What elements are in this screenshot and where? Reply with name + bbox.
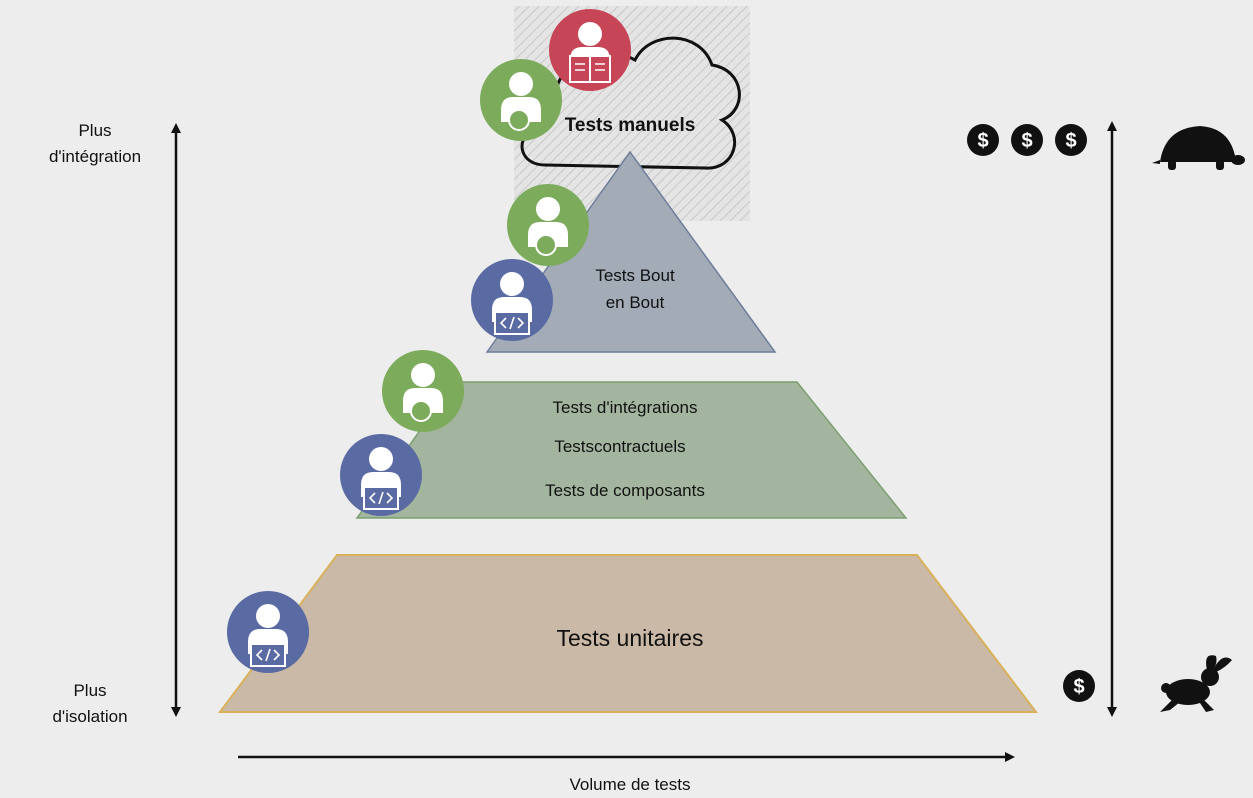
tester-avatar bbox=[507, 184, 589, 266]
more-isolation-label: Plus d'isolation bbox=[52, 681, 128, 726]
svg-text:$: $ bbox=[1073, 676, 1084, 698]
code-icon bbox=[363, 486, 399, 510]
svg-text:$: $ bbox=[977, 130, 988, 152]
volume-axis-label: Volume de tests bbox=[569, 775, 691, 794]
dollar-icon: $ bbox=[1011, 124, 1043, 156]
svg-text:$: $ bbox=[1021, 130, 1032, 152]
dollar-icon: $ bbox=[1055, 124, 1087, 156]
more-integration-label: Plus d'intégration bbox=[48, 121, 142, 166]
component-tests-label: Tests de composants bbox=[545, 481, 705, 500]
turtle-icon bbox=[1152, 126, 1245, 170]
integration-tests-label: Tests d'intégrations bbox=[552, 398, 698, 417]
unit-tests-label: Tests unitaires bbox=[556, 625, 704, 651]
developer-avatar bbox=[471, 259, 553, 341]
dollar-icon: $ bbox=[967, 124, 999, 156]
code-icon bbox=[250, 643, 286, 667]
manual-tests-label: Tests manuels bbox=[564, 115, 696, 136]
e2e-tests-label: Tests Bout en Bout bbox=[595, 266, 675, 312]
magnifier-icon bbox=[508, 109, 542, 131]
code-icon bbox=[494, 311, 530, 335]
svg-text:$: $ bbox=[1065, 130, 1076, 152]
magnifier-icon bbox=[410, 400, 444, 422]
contract-tests-label: Testscontractuels bbox=[554, 437, 686, 456]
magnifier-icon bbox=[535, 234, 569, 256]
manual-tester-avatar bbox=[549, 9, 631, 91]
rabbit-icon bbox=[1160, 655, 1232, 712]
developer-avatar bbox=[227, 591, 309, 673]
tester-avatar bbox=[382, 350, 464, 432]
developer-avatar bbox=[340, 434, 422, 516]
tester-avatar bbox=[480, 59, 562, 141]
dollar-icon: $ bbox=[1063, 670, 1095, 702]
